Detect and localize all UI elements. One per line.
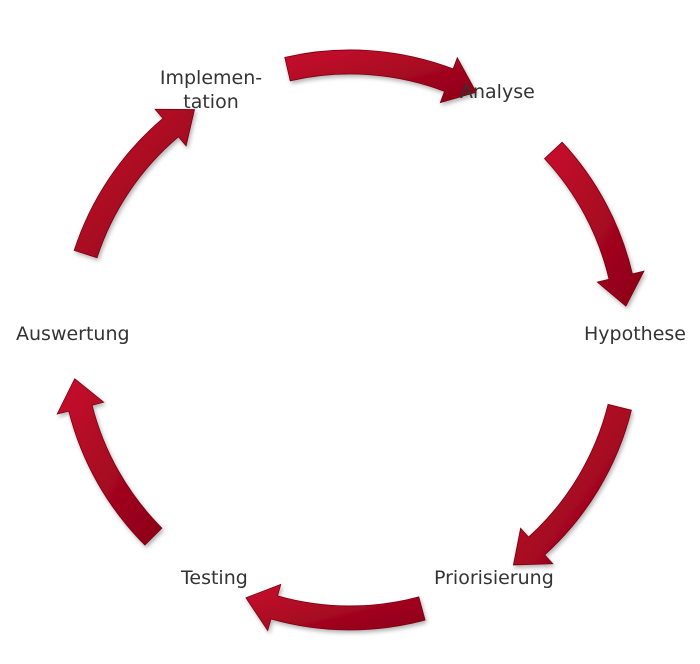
step-label-analyse: Analyse xyxy=(460,81,535,103)
arrow-analyse-to-hypothese xyxy=(543,141,645,307)
arrow-testing-to-auswertung xyxy=(56,378,163,546)
arrow-implementation-to-analyse xyxy=(284,49,477,104)
arrow-auswertung-to-implementation xyxy=(73,108,196,259)
step-label-implementation-line2: tation xyxy=(183,91,239,113)
step-label-priorisierung: Priorisierung xyxy=(434,567,554,589)
arrow-priorisierung-to-testing xyxy=(245,583,426,632)
step-label-implementation: Implemen- tation xyxy=(156,66,266,114)
arrow-hypothese-to-priorisierung xyxy=(512,403,632,566)
step-label-auswertung: Auswertung xyxy=(16,323,130,345)
step-label-testing: Testing xyxy=(181,567,248,589)
step-label-implementation-line1: Implemen- xyxy=(159,67,263,89)
step-label-hypothese: Hypothese xyxy=(584,323,686,345)
